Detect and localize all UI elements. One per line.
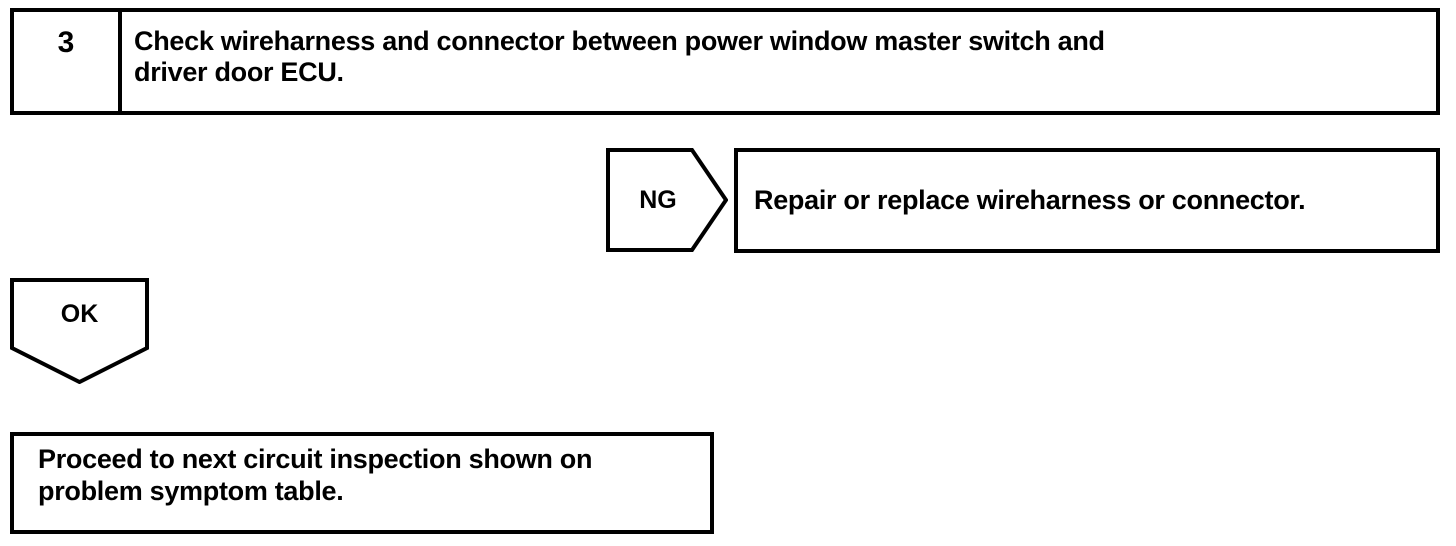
step-number-cell: 3	[14, 12, 122, 111]
ok-result-text: Proceed to next circuit inspection shown…	[38, 444, 593, 506]
ng-branch-marker	[606, 148, 728, 252]
step-row: 3 Check wireharness and connector betwee…	[10, 8, 1440, 115]
ng-result-text: Repair or replace wireharness or connect…	[754, 184, 1306, 215]
ok-pentagon-icon	[10, 278, 149, 384]
step-instruction-cell: Check wireharness and connector between …	[122, 12, 1436, 111]
ok-result-box: Proceed to next circuit inspection shown…	[10, 432, 714, 534]
ng-result-box: Repair or replace wireharness or connect…	[734, 148, 1440, 253]
ng-pentagon-icon	[606, 148, 728, 252]
step-number: 3	[57, 26, 75, 59]
ok-branch-marker	[10, 278, 149, 384]
step-instruction-text: Check wireharness and connector between …	[134, 26, 1105, 88]
